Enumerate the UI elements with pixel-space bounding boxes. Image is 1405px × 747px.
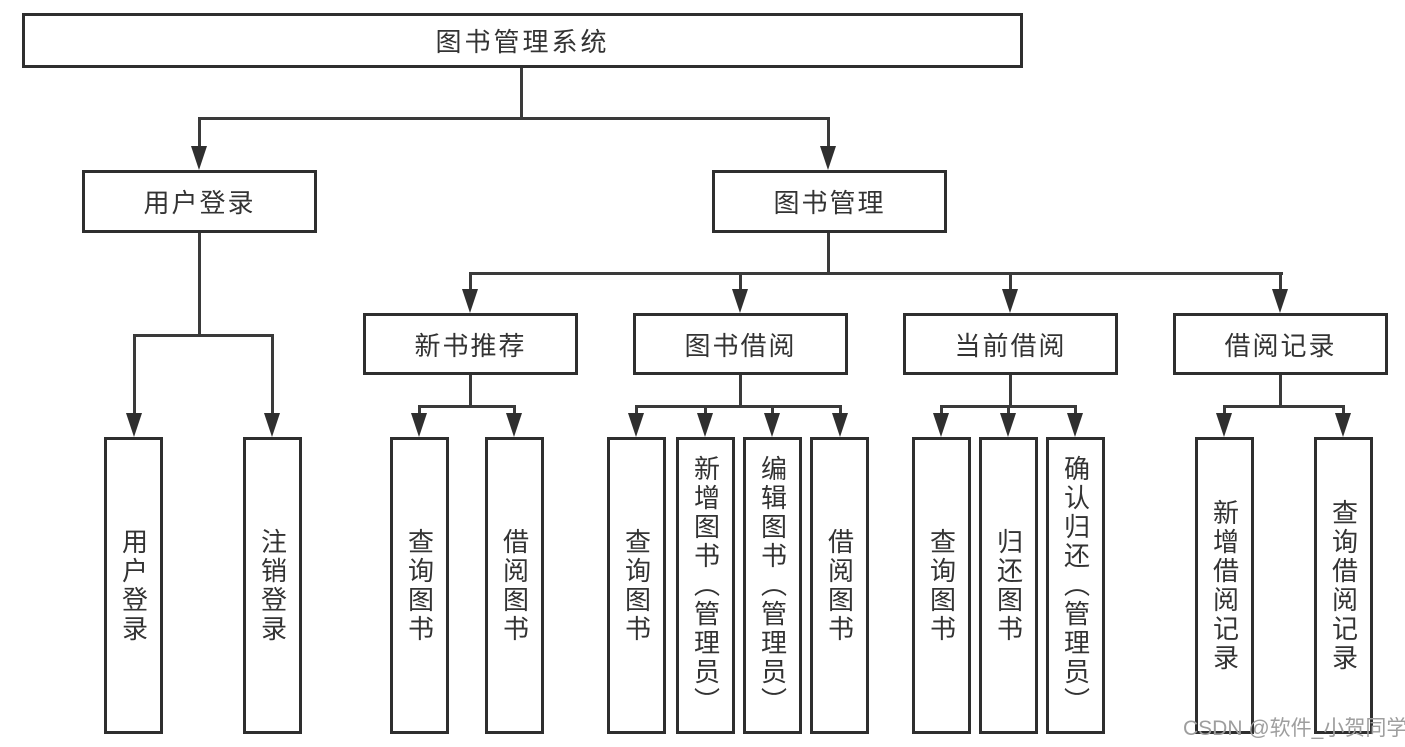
connector-line: [827, 117, 830, 150]
connector-line: [418, 405, 516, 408]
connector-line: [271, 334, 274, 418]
node-leaf-query-books-current: 查询图书: [912, 437, 971, 734]
connector-line: [739, 272, 742, 294]
connector-line: [198, 233, 201, 337]
arrowhead-down-icon: [820, 146, 836, 170]
node-leaf-query-books-borrow-label: 查询图书: [621, 527, 652, 644]
node-new-book-recommend: 新书推荐: [363, 313, 578, 375]
connector-line: [1007, 405, 1010, 419]
node-leaf-query-borrow-record: 查询借阅记录: [1314, 437, 1373, 734]
connector-line: [827, 233, 830, 275]
node-root: 图书管理系统: [22, 13, 1023, 68]
connector-line: [1279, 272, 1282, 294]
node-borrow-records: 借阅记录: [1173, 313, 1388, 375]
node-leaf-edit-books-admin-label: 编辑图书（管理员）: [757, 455, 788, 716]
arrowhead-down-icon: [628, 413, 644, 437]
node-book-management: 图书管理: [712, 170, 947, 233]
connector-line: [198, 117, 830, 120]
arrowhead-down-icon: [1272, 289, 1288, 313]
node-current-borrow: 当前借阅: [903, 313, 1118, 375]
arrowhead-down-icon: [506, 413, 522, 437]
arrowhead-down-icon: [832, 413, 848, 437]
arrowhead-down-icon: [933, 413, 949, 437]
connector-line: [469, 272, 1283, 275]
node-leaf-query-books-recommend-label: 查询图书: [404, 527, 435, 644]
connector-line: [1223, 405, 1345, 408]
arrowhead-down-icon: [1002, 289, 1018, 313]
node-leaf-borrow-books: 借阅图书: [810, 437, 869, 734]
connector-line: [133, 334, 274, 337]
arrowhead-down-icon: [126, 413, 142, 437]
node-leaf-confirm-return-admin-label: 确认归还（管理员）: [1060, 455, 1091, 716]
arrowhead-down-icon: [411, 413, 427, 437]
connector-line: [940, 405, 943, 419]
watermark-text: CSDN @软件_小贺同学: [1183, 717, 1405, 740]
connector-line: [839, 405, 842, 419]
arrowhead-down-icon: [764, 413, 780, 437]
connector-line: [513, 405, 516, 419]
node-leaf-logout-label: 注销登录: [257, 527, 288, 644]
node-user-login-label: 用户登录: [143, 188, 256, 218]
arrowhead-down-icon: [697, 413, 713, 437]
connector-line: [1009, 375, 1012, 408]
node-leaf-user-login-label: 用户登录: [118, 527, 149, 644]
connector-line: [635, 405, 638, 419]
node-leaf-logout: 注销登录: [243, 437, 302, 734]
node-leaf-query-borrow-record-label: 查询借阅记录: [1328, 498, 1359, 673]
connector-line: [635, 405, 842, 408]
connector-line: [1279, 375, 1282, 408]
connector-line: [1009, 272, 1012, 294]
node-book-borrow-label: 图书借阅: [684, 330, 797, 361]
node-leaf-add-borrow-record-label: 新增借阅记录: [1209, 498, 1240, 673]
connector-line: [771, 405, 774, 419]
arrowhead-down-icon: [732, 289, 748, 313]
connector-line: [1223, 405, 1226, 419]
node-leaf-borrow-books-recommend-label: 借阅图书: [499, 527, 530, 644]
node-leaf-query-books-current-label: 查询图书: [926, 527, 957, 644]
connector-line: [469, 375, 472, 408]
arrowhead-down-icon: [1216, 413, 1232, 437]
connector-line: [1074, 405, 1077, 419]
connector-line: [469, 272, 472, 294]
connector-line: [133, 334, 136, 418]
node-borrow-records-label: 借阅记录: [1224, 330, 1337, 361]
node-leaf-query-books-borrow: 查询图书: [607, 437, 666, 734]
node-leaf-return-books-label: 归还图书: [993, 527, 1024, 644]
node-book-borrow: 图书借阅: [633, 313, 848, 375]
connector-line: [739, 375, 742, 408]
arrowhead-down-icon: [1335, 413, 1351, 437]
arrowhead-down-icon: [264, 413, 280, 437]
node-new-book-recommend-label: 新书推荐: [414, 330, 527, 361]
node-leaf-add-books-admin: 新增图书（管理员）: [676, 437, 735, 734]
arrowhead-down-icon: [1000, 413, 1016, 437]
node-leaf-return-books: 归还图书: [979, 437, 1038, 734]
node-leaf-add-borrow-record: 新增借阅记录: [1195, 437, 1254, 734]
node-leaf-borrow-books-label: 借阅图书: [824, 527, 855, 644]
node-leaf-confirm-return-admin: 确认归还（管理员）: [1046, 437, 1105, 734]
node-leaf-borrow-books-recommend: 借阅图书: [485, 437, 544, 734]
node-leaf-add-books-admin-label: 新增图书（管理员）: [690, 455, 721, 716]
connector-line: [418, 405, 421, 419]
node-leaf-edit-books-admin: 编辑图书（管理员）: [743, 437, 802, 734]
arrowhead-down-icon: [1067, 413, 1083, 437]
node-leaf-user-login: 用户登录: [104, 437, 163, 734]
node-leaf-query-books-recommend: 查询图书: [390, 437, 449, 734]
connector-line: [198, 117, 201, 150]
node-user-login: 用户登录: [82, 170, 317, 233]
connector-line: [704, 405, 707, 419]
arrowhead-down-icon: [191, 146, 207, 170]
node-root-label: 图书管理系统: [435, 27, 610, 57]
connector-line: [1342, 405, 1345, 419]
connector-line: [520, 68, 523, 120]
node-current-borrow-label: 当前借阅: [954, 330, 1067, 361]
arrowhead-down-icon: [462, 289, 478, 313]
node-book-management-label: 图书管理: [773, 188, 886, 218]
